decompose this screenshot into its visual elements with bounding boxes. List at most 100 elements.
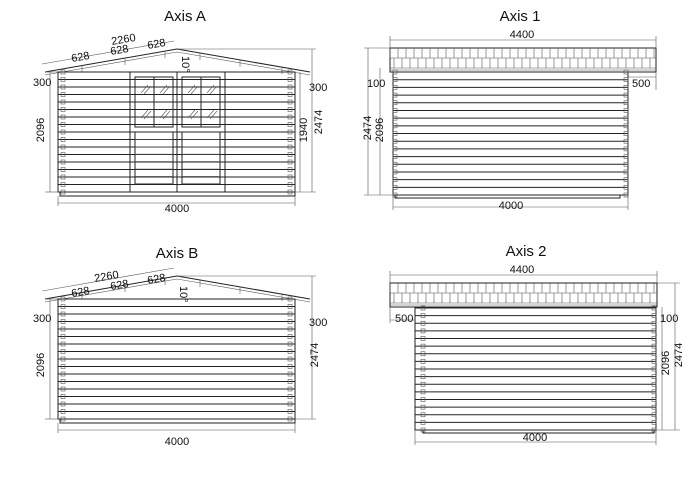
glass-hatch [206, 84, 215, 94]
dim-width: 4000 [523, 432, 547, 444]
log-end [60, 159, 66, 165]
log-end [60, 379, 66, 384]
dim-seg: 628 [70, 50, 90, 65]
log-end [60, 341, 66, 347]
dim-roof-length: 4400 [510, 29, 534, 41]
log-end [420, 366, 426, 372]
glass-hatch [162, 110, 171, 120]
log-end [420, 420, 426, 425]
log-end [60, 356, 66, 362]
log-end [623, 161, 629, 167]
log-end [623, 77, 629, 82]
glass-hatch [140, 109, 149, 119]
log-end [651, 336, 657, 341]
log-end [287, 409, 293, 414]
dim-line [41, 267, 175, 292]
log-end [420, 343, 426, 349]
log-end [287, 326, 293, 332]
floor-beam [422, 429, 655, 434]
log-end [420, 374, 426, 379]
log-end [287, 84, 293, 90]
dim-pitch: 10° [177, 286, 189, 303]
log-end [60, 364, 66, 369]
log-end [651, 397, 657, 402]
dim-total-height: 2474 [673, 343, 685, 367]
log-end [420, 336, 426, 341]
log-end [287, 144, 293, 150]
log-end [651, 359, 657, 364]
floor-beam [394, 194, 621, 199]
log-end [651, 351, 657, 357]
log-end [287, 129, 293, 135]
log-end [392, 177, 398, 182]
floor-beam [59, 191, 296, 197]
dim-wall-height: 2096 [660, 351, 672, 375]
dim-wall-height: 2096 [374, 118, 386, 142]
dim-seg: 628 [109, 43, 129, 58]
log-end [420, 397, 426, 402]
dim-pitch: 10° [179, 56, 191, 73]
log-end [60, 296, 66, 302]
view-title-axis-2: Axis 2 [506, 243, 547, 260]
dim-seg: 628 [146, 37, 166, 52]
log-end [287, 319, 293, 324]
log-end [392, 115, 398, 121]
dim-seg: 628 [70, 285, 90, 300]
log-end [651, 328, 657, 334]
log-end [60, 99, 66, 105]
roof-block [389, 282, 658, 308]
log-end [287, 371, 293, 377]
dim-door-height: 1940 [298, 118, 310, 142]
glass-hatch [190, 110, 199, 120]
log-end [287, 92, 293, 97]
log-end [392, 185, 398, 190]
log-end [287, 334, 293, 339]
log-end [287, 304, 293, 309]
drawing-lines [41, 36, 680, 445]
log-end [287, 379, 293, 384]
log-end [623, 92, 629, 98]
log-end [420, 389, 426, 395]
log-end [651, 412, 657, 418]
dim-width: 4000 [165, 436, 189, 448]
log-end [623, 100, 629, 106]
log-end [60, 107, 66, 112]
dim-gap: 100 [367, 78, 385, 90]
log-end [287, 69, 293, 75]
dim-ridge-slope: 2260 [93, 269, 119, 285]
view-title-axis-1: Axis 1 [500, 8, 541, 25]
dim-wall-height: 2096 [35, 353, 47, 377]
dim-overhang: 500 [632, 78, 650, 90]
dim-line [41, 40, 175, 65]
log-end [420, 404, 426, 410]
dim-seg: 628 [146, 272, 166, 287]
log-end [287, 114, 293, 120]
log-end [287, 386, 293, 392]
dim-total-height: 2474 [362, 116, 374, 140]
log-end [60, 122, 66, 127]
log-end [287, 99, 293, 105]
dim-overhang-right: 300 [309, 82, 327, 94]
log-end [60, 334, 66, 339]
glass-hatch [159, 84, 168, 94]
log-end [392, 100, 398, 106]
log-end [623, 138, 629, 144]
log-end [287, 107, 293, 112]
view-title-axis-a: Axis A [164, 8, 206, 25]
log-end [60, 349, 66, 354]
view-title-axis-b: Axis B [156, 245, 199, 262]
log-end [623, 177, 629, 182]
log-end [392, 161, 398, 167]
log-end [420, 412, 426, 418]
log-end [287, 356, 293, 362]
log-end [60, 84, 66, 90]
log-end [60, 174, 66, 180]
log-end [651, 366, 657, 372]
log-end [651, 374, 657, 379]
log-end [623, 169, 629, 175]
dim-total-height: 2474 [313, 110, 325, 134]
log-end [392, 77, 398, 82]
log-end [420, 351, 426, 357]
log-end [392, 69, 398, 75]
